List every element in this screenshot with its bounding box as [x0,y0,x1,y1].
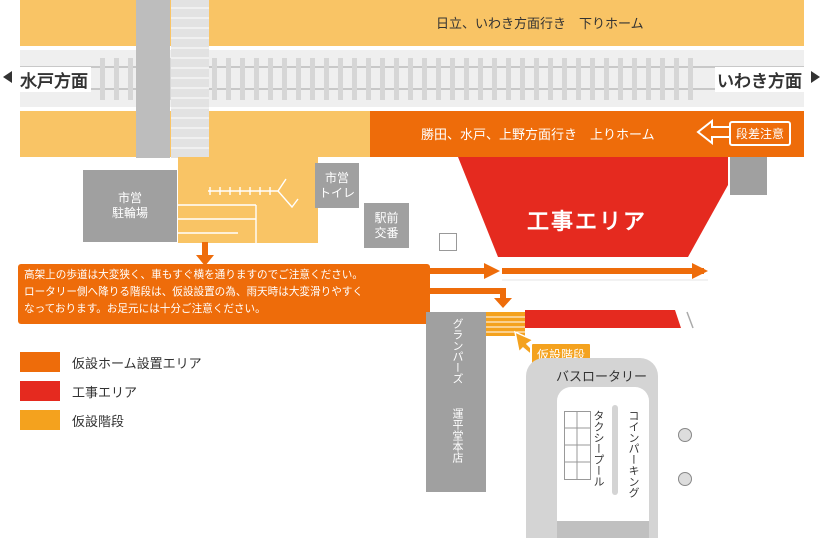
down-platform-label: 日立、いわき方面行き 下りホーム [436,17,644,32]
track-sleeper [450,58,455,100]
track-sleeper [478,58,483,100]
legend: 仮設ホーム設置エリア 工事エリア 仮設階段 [20,352,202,430]
legend-swatch-temp-stairs [20,410,60,430]
railway-sleepers [100,58,693,100]
legend-swatch-construction [20,381,60,401]
overpass-column [136,0,170,158]
track-sleeper [310,58,315,100]
gray-block-right [730,157,767,195]
up-platform-label: 勝田、水戸、上野方面行き 上りホーム [421,128,655,143]
track-sleeper [590,58,595,100]
police-box-label: 駅前 交番 [374,210,399,240]
coin-parking-label: コインパーキング [627,410,640,498]
construction-area [458,157,728,257]
track-sleeper [674,58,679,100]
track-sleeper [324,58,329,100]
track-sleeper [268,58,273,100]
bus-rotary-label: バスロータリー [556,370,648,385]
public-toilet: 市営 トイレ [315,163,359,208]
legend-item: 仮設階段 [20,410,202,430]
track-sleeper [464,58,469,100]
direction-left: 水戸方面 [17,67,91,92]
track-sleeper [520,58,525,100]
track-sleeper [338,58,343,100]
caution-notice: 高架上の歩道は大変狭く、車もすぐ横を通りますのでご注意ください。 ロータリー側へ… [18,264,430,324]
track-sleeper [282,58,287,100]
bike-parking-label: 市営 駐輪場 [111,191,148,220]
track-sleeper [128,58,133,100]
track-sleeper [562,58,567,100]
track-sleeper [534,58,539,100]
marker-circle [678,472,692,486]
track-sleeper [660,58,665,100]
caution-notice-text: 高架上の歩道は大変狭く、車もすぐ横を通りますのでご注意ください。 ロータリー側へ… [24,269,363,315]
right-arrow-icon [811,71,820,83]
track-sleeper [408,58,413,100]
direction-right: いわき方面 [715,67,804,92]
gran-base-building [426,312,486,392]
track-sleeper [632,58,637,100]
down-arrow-icon [196,242,214,266]
legend-label: 仮設ホーム設置エリア [72,356,202,372]
track-sleeper [352,58,357,100]
track-sleeper [436,58,441,100]
small-square-marker [439,233,457,251]
toilet-label: 市営 トイレ [318,170,355,200]
track-sleeper [226,58,231,100]
construction-strip [525,310,694,329]
legend-item: 工事エリア [20,381,202,401]
legend-item: 仮設ホーム設置エリア [20,352,202,372]
concourse-lines [178,178,299,243]
legend-label: 仮設階段 [72,414,125,430]
station-concourse [178,157,318,243]
track-sleeper [380,58,385,100]
overpass-stairs [171,0,209,158]
taxi-pool-grid [564,411,591,480]
track-sleeper [506,58,511,100]
track-sleeper [646,58,651,100]
construction-area-label: 工事エリア [527,210,648,235]
track-sleeper [296,58,301,100]
track-sleeper [100,58,105,100]
rotary-bottom-bar [557,521,649,538]
parking-divider [612,405,618,495]
shop-label: 運平堂本店 [451,408,464,463]
track-sleeper [114,58,119,100]
police-box: 駅前 交番 [364,203,409,248]
temporary-stairs-lines [486,316,525,333]
track-sleeper [618,58,623,100]
marker-circle [678,428,692,442]
track-sleeper [422,58,427,100]
step-caution-badge: 段差注意 [729,121,792,146]
shop-building [426,392,486,492]
inner-parking-area [557,387,649,529]
track-sleeper [366,58,371,100]
gran-base-label: グランパーズ [451,318,464,384]
track-sleeper [492,58,497,100]
track-sleeper [240,58,245,100]
taxi-pool-label: タクシープール [592,410,605,487]
legend-label: 工事エリア [72,385,138,401]
track-sleeper [212,58,217,100]
legend-swatch-temp-platform [20,352,60,372]
route-arrows [430,263,708,308]
track-sleeper [394,58,399,100]
bike-parking: 市営 駐輪場 [83,170,177,242]
track-sleeper [688,58,693,100]
track-sleeper [548,58,553,100]
track-sleeper [576,58,581,100]
left-arrow-icon [3,71,12,83]
track-sleeper [254,58,259,100]
track-sleeper [604,58,609,100]
